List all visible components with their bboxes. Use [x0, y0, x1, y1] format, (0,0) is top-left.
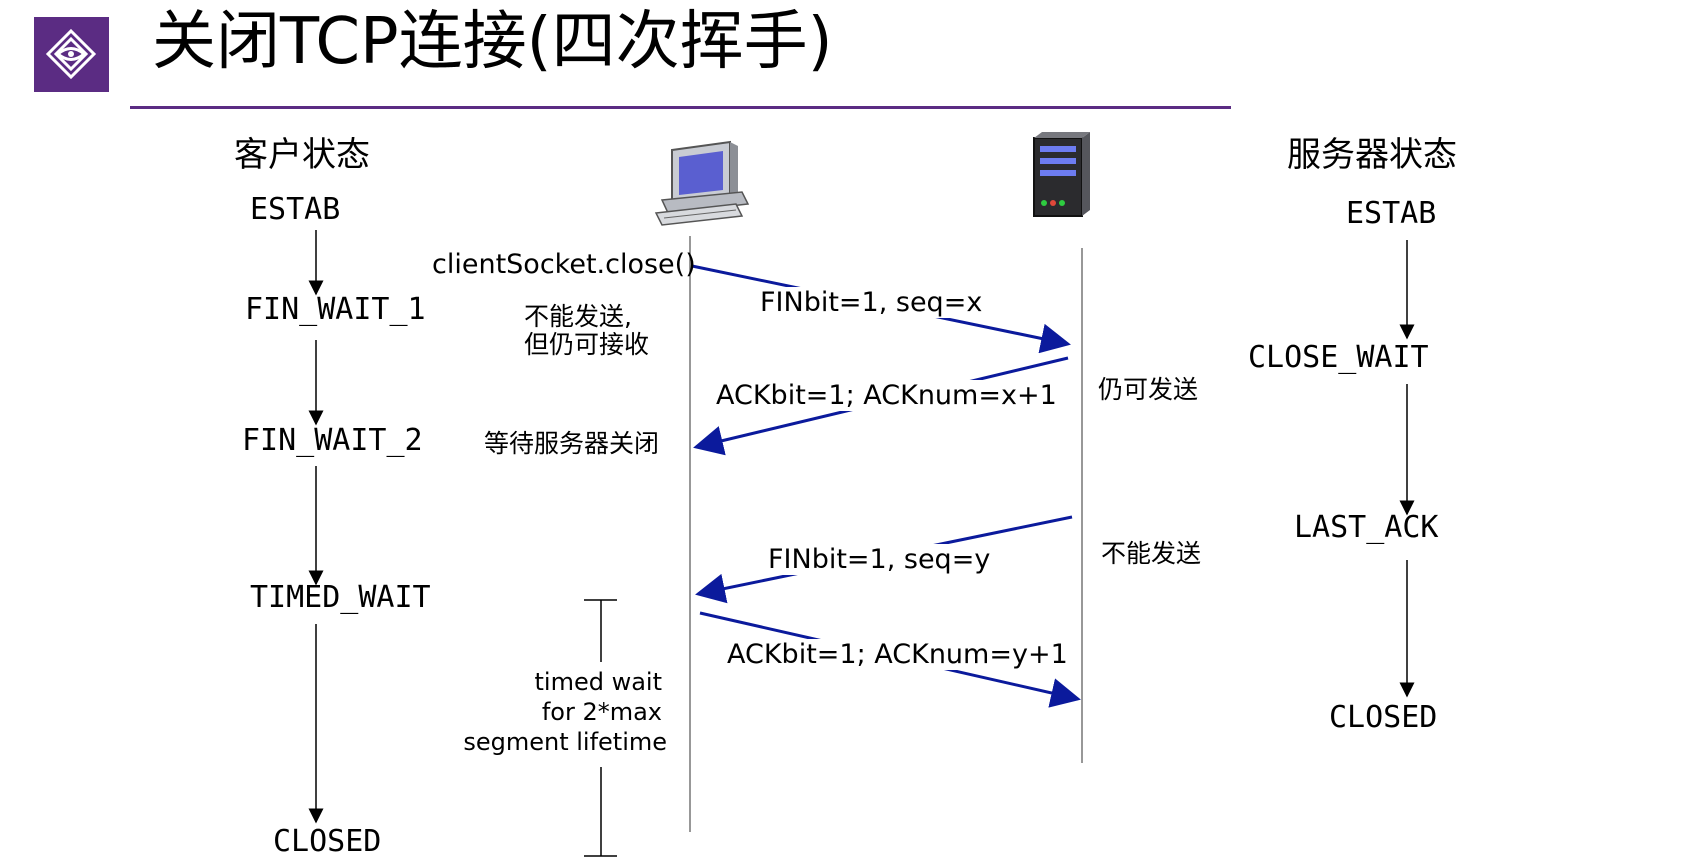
ack2-label: ACKbit=1; ACKnum=y+1 — [725, 639, 1070, 670]
logo-emblem-icon — [45, 28, 97, 80]
client-wait-server-note: 等待服务器关闭 — [484, 429, 660, 458]
client-state-fin-wait-2: FIN_WAIT_2 — [242, 423, 423, 458]
server-state-close-wait: CLOSE_WAIT — [1248, 340, 1429, 375]
timed-wait-bracket — [584, 599, 617, 857]
server-state-closed: CLOSED — [1329, 700, 1438, 735]
client-state-fin-wait-1: FIN_WAIT_1 — [245, 292, 426, 327]
client-still-receive-note: 但仍可接收 — [524, 330, 650, 359]
close-call-label: clientSocket.close() — [432, 249, 696, 280]
server-state-last-ack: LAST_ACK — [1294, 510, 1439, 545]
client-state-closed: CLOSED — [273, 824, 382, 859]
client-computer-icon — [654, 140, 750, 226]
timed-wait-note-line-3: segment lifetime — [463, 728, 667, 756]
server-still-send-note: 仍可发送 — [1098, 375, 1199, 404]
title-divider — [130, 106, 1231, 109]
server-states-header: 服务器状态 — [1287, 135, 1457, 175]
server-state-estab: ESTAB — [1346, 196, 1437, 231]
fin2-label: FINbit=1, seq=y — [766, 544, 993, 575]
client-state-estab: ESTAB — [250, 192, 341, 227]
client-cannot-send-note: 不能发送, — [524, 302, 632, 331]
client-state-timed-wait: TIMED_WAIT — [250, 580, 431, 615]
server-cannot-send-note: 不能发送 — [1101, 539, 1202, 568]
client-states-header: 客户状态 — [234, 135, 370, 175]
timed-wait-note-line-1: timed wait — [534, 668, 663, 696]
server-icon — [1033, 132, 1090, 217]
fin1-label: FINbit=1, seq=x — [758, 287, 985, 318]
page-title: 关闭TCP连接(四次挥手) — [152, 5, 833, 79]
ack1-label: ACKbit=1; ACKnum=x+1 — [714, 380, 1059, 411]
logo — [34, 17, 109, 92]
timed-wait-note-line-2: for 2*max — [541, 698, 662, 726]
